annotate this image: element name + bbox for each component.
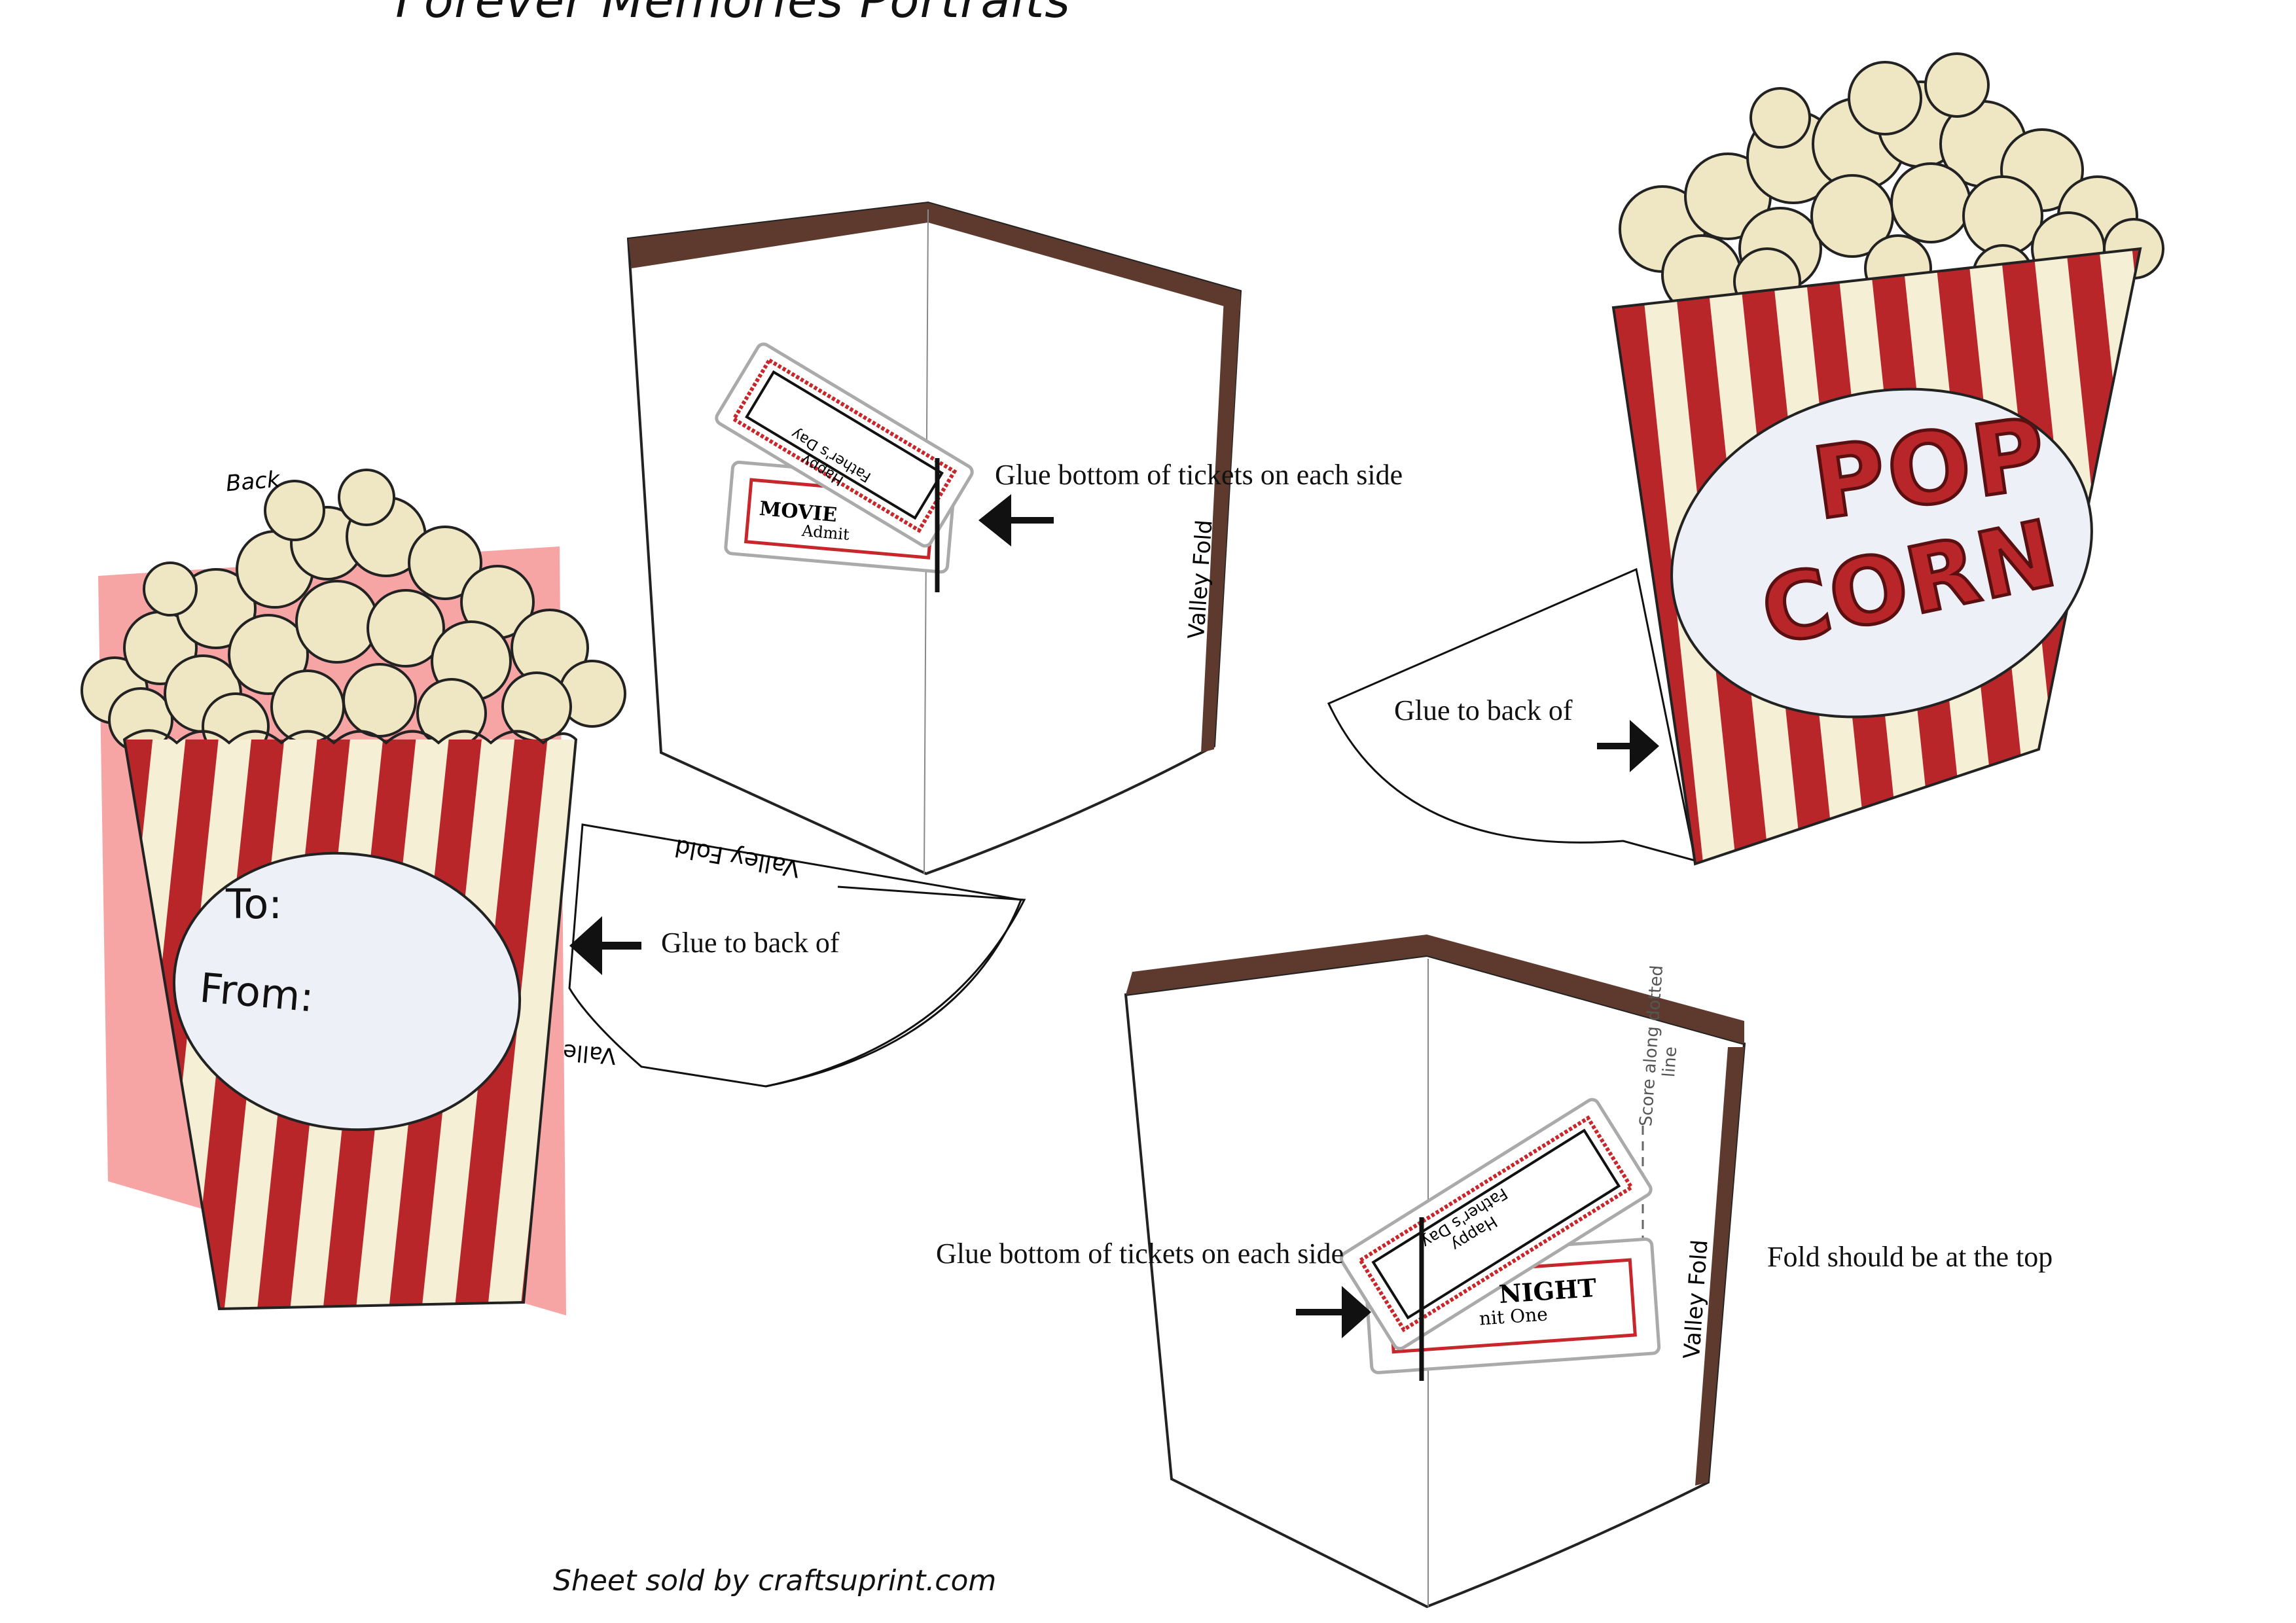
brown-edge bbox=[628, 203, 1240, 311]
back-piece bbox=[81, 469, 1023, 1315]
score-instruction-2: line bbox=[1659, 1046, 1681, 1079]
glue-instruction-front: Glue to back of bbox=[1394, 694, 1573, 726]
upper-insert bbox=[626, 201, 1242, 1088]
ticket-front-upper bbox=[715, 342, 974, 548]
arrow-left-icon bbox=[978, 494, 1054, 546]
fold-note: Fold should be at the top bbox=[1767, 1241, 2053, 1273]
glue-flap-left bbox=[568, 823, 1023, 1088]
from-field-label: From: bbox=[198, 963, 316, 1022]
to-from-label bbox=[172, 851, 522, 1132]
glue-instruction-lower: Glue bottom of tickets on each side bbox=[936, 1238, 1344, 1270]
front-piece bbox=[1327, 52, 2164, 866]
glue-instruction-upper: Glue bottom of tickets on each side bbox=[995, 459, 1403, 491]
arrow-left-icon bbox=[569, 916, 641, 975]
valley-fold-label-partial: Valle bbox=[562, 1038, 617, 1069]
glue-flap-right bbox=[1327, 567, 1696, 863]
to-field-label: To: bbox=[226, 880, 283, 928]
sheet-credit: Sheet sold by craftsuprint.com bbox=[553, 1564, 997, 1597]
lower-insert bbox=[1124, 935, 1746, 1609]
arrow-right-icon bbox=[1597, 720, 1659, 772]
sheet-title: Forever Memories Portraits bbox=[395, 0, 1071, 29]
glue-instruction-back: Glue to back of bbox=[661, 927, 840, 959]
popcorn-heap-left bbox=[81, 469, 626, 760]
back-label: Back bbox=[224, 466, 281, 497]
ticket-front-lower bbox=[1340, 1097, 1653, 1351]
brown-edge bbox=[1126, 935, 1744, 1044]
arrow-right-icon bbox=[1296, 1286, 1371, 1338]
popcorn-logo-label bbox=[1670, 387, 2093, 719]
